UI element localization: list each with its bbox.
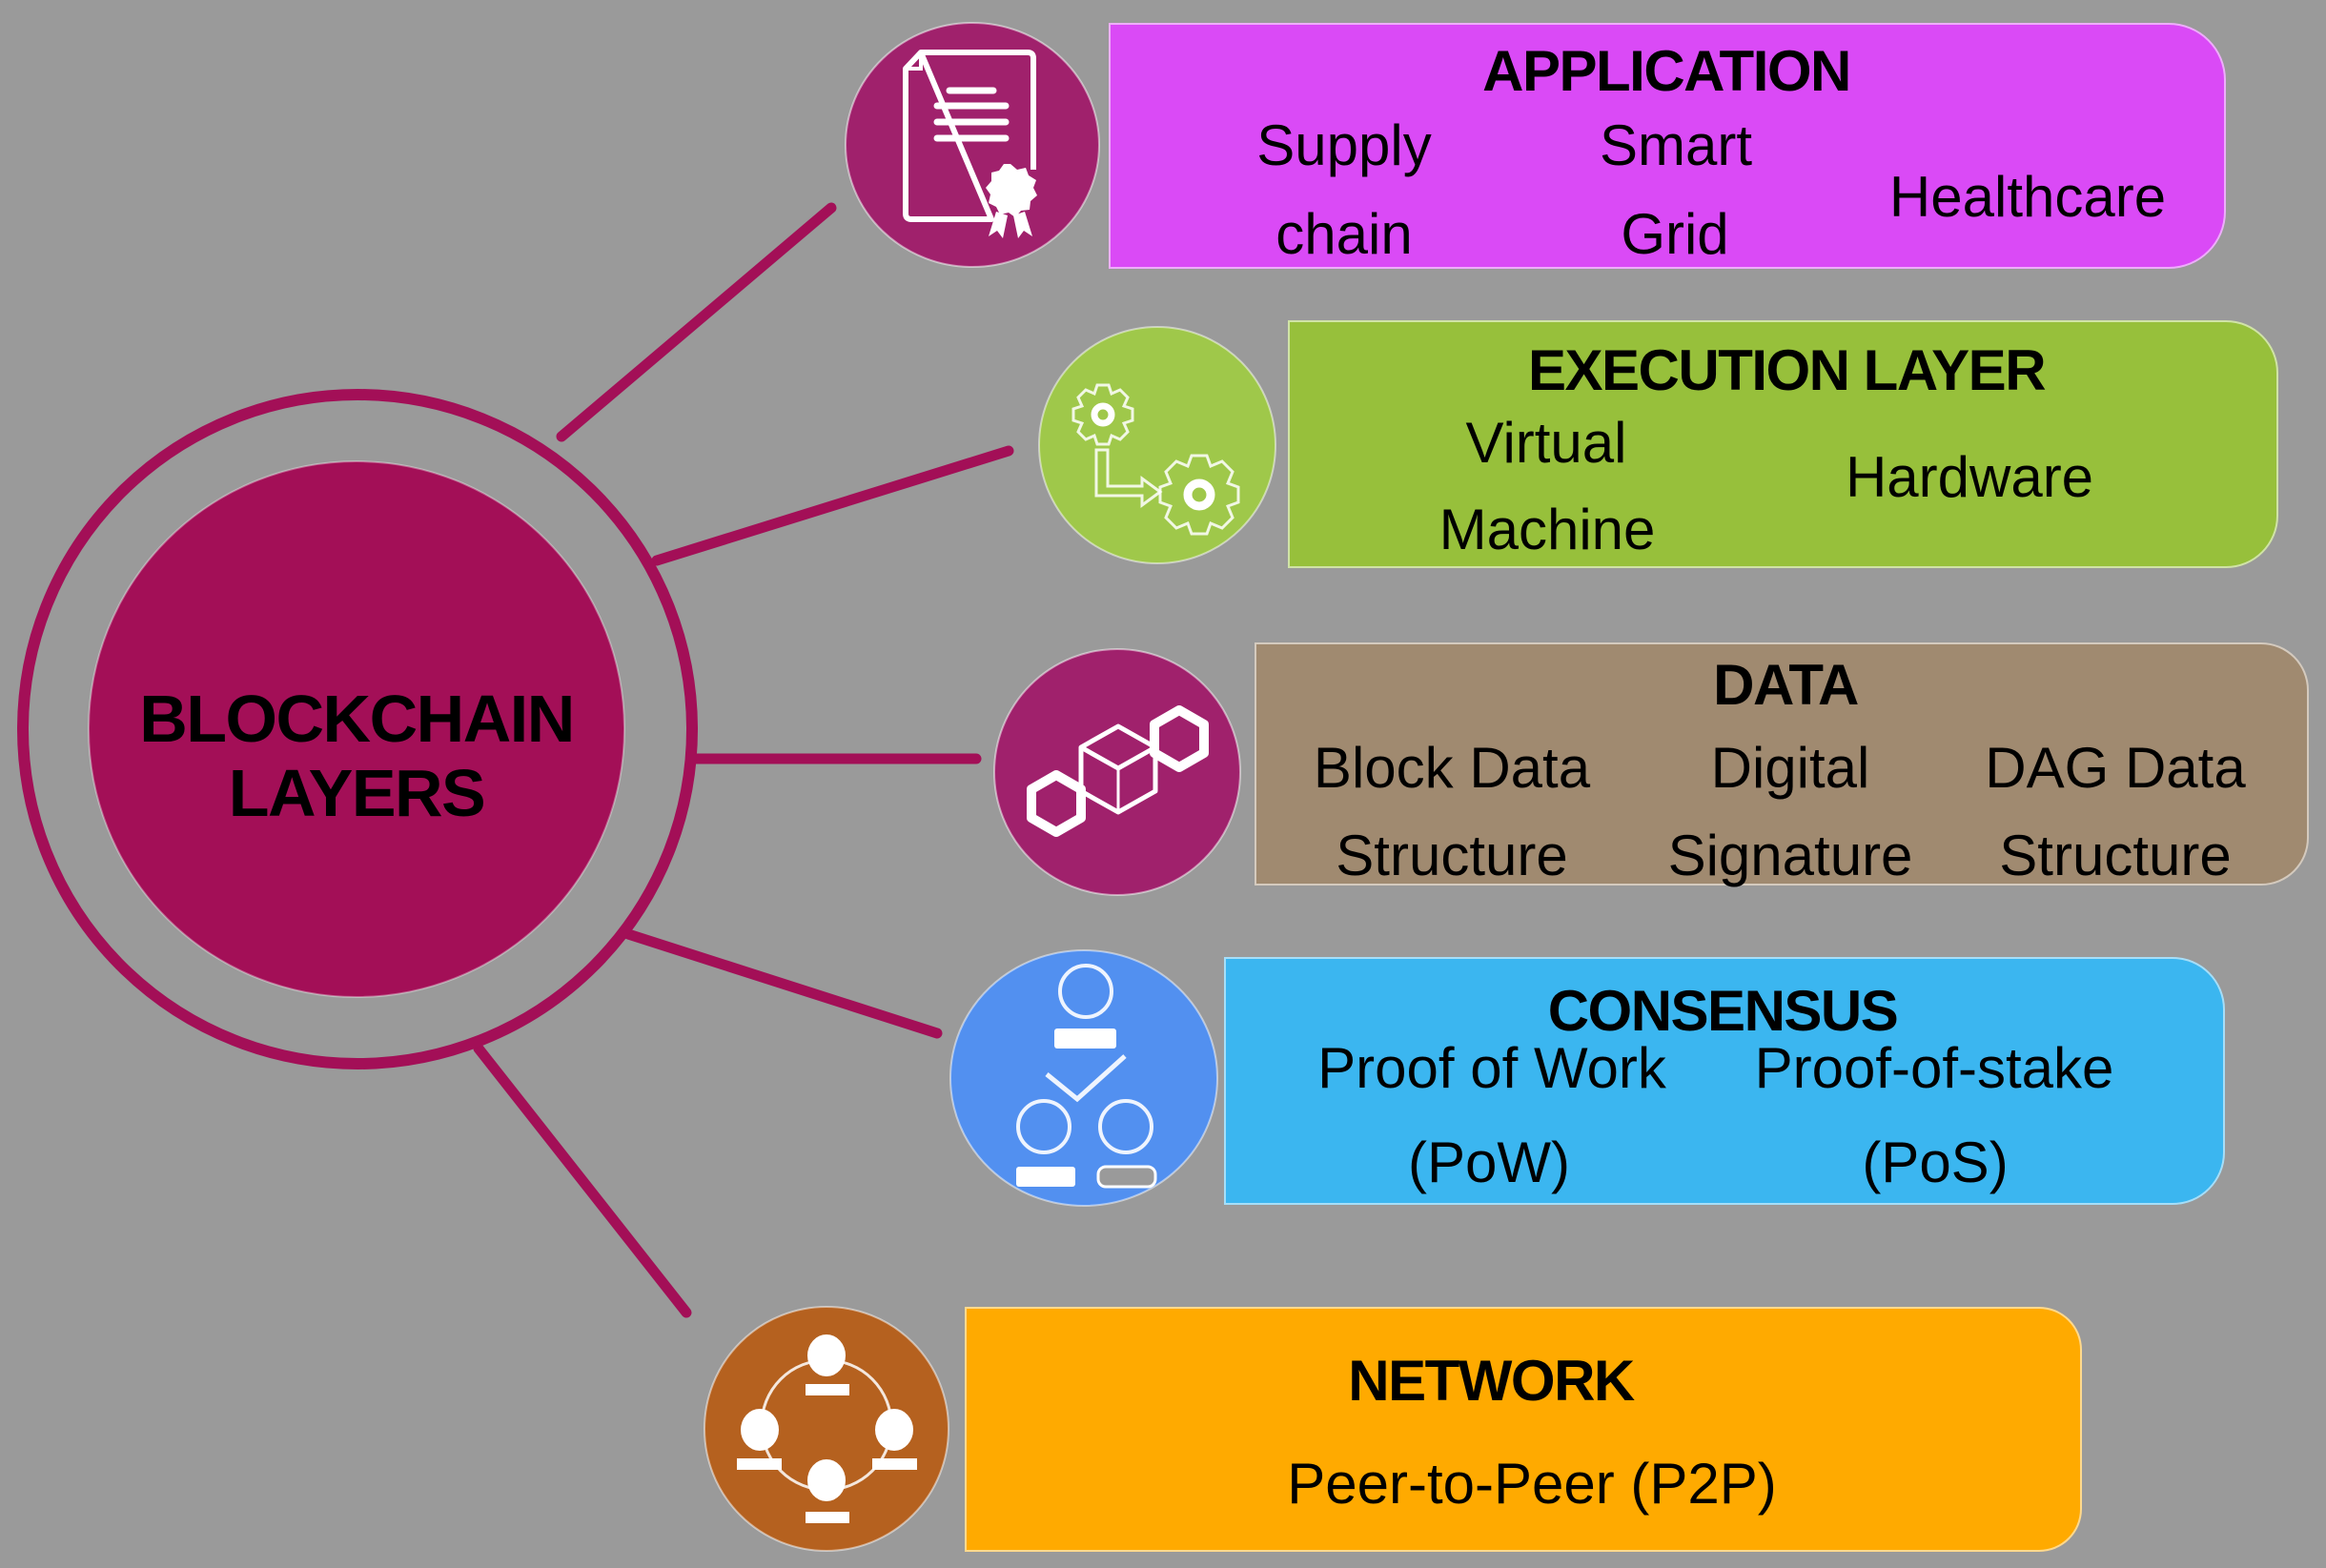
- gears-workflow-icon: [1038, 326, 1276, 564]
- layer-title-execution: EXECUTION LAYER: [1527, 338, 2047, 402]
- layer-item-text: Proof-of-stake: [1754, 1036, 2114, 1100]
- layer-item-text: Machine: [1438, 498, 1656, 561]
- layer-item-text: Hardware: [1845, 445, 2094, 509]
- hub-outer-ring: [17, 389, 698, 1069]
- layer-box-application: [1109, 23, 2226, 269]
- layer-box-consensus: [1224, 957, 2225, 1205]
- layer-box-execution: [1288, 320, 2278, 568]
- layer-item-text: Healthcare: [1888, 165, 2167, 229]
- layer-item-text: Structure: [1999, 824, 2232, 887]
- layer-title-application: APPLICATION: [1482, 39, 1851, 103]
- layer-item-text: (PoS): [1862, 1130, 2009, 1194]
- hub-inner-circle: [88, 460, 625, 998]
- connector-consensus: [622, 928, 943, 1039]
- layer-box-data: [1255, 642, 2309, 886]
- layer-item-text: Supply: [1256, 113, 1432, 177]
- layer-item-text: DAG Data: [1985, 736, 2246, 800]
- layer-box-network: [965, 1307, 2082, 1552]
- certificate-icon: [845, 22, 1100, 268]
- layer-title-consensus: CONSENSUS: [1547, 979, 1899, 1043]
- layer-item-text: Smart: [1599, 113, 1753, 177]
- layer-item-text: Grid: [1621, 202, 1729, 266]
- layer-item-text: Structure: [1336, 824, 1568, 887]
- blocks-chain-icon: [993, 648, 1241, 896]
- hub-title-line2: LAYERS: [228, 756, 486, 830]
- hub-title-line1: BLOCKCHAIN: [139, 682, 575, 756]
- layer-item-text: Virtual: [1465, 411, 1627, 475]
- layer-item-text: Peer-to-Peer (P2P): [1287, 1452, 1777, 1516]
- layer-item-text: Block Data: [1313, 736, 1591, 800]
- layer-item-text: Proof of Work: [1317, 1036, 1666, 1100]
- layer-item-text: chain: [1275, 202, 1413, 266]
- layer-item-text: (PoW): [1408, 1130, 1570, 1194]
- connector-network: [473, 1043, 692, 1318]
- layer-item-text: Digital: [1710, 736, 1870, 800]
- layer-item-text: Signature: [1667, 824, 1913, 887]
- peer-network-icon: [704, 1306, 949, 1552]
- layer-title-data: DATA: [1713, 653, 1859, 717]
- consensus-users-icon: [949, 949, 1218, 1207]
- layer-title-network: NETWORK: [1348, 1349, 1635, 1413]
- connectors: [473, 202, 1014, 1318]
- connector-application: [556, 202, 837, 442]
- connector-execution: [651, 445, 1014, 566]
